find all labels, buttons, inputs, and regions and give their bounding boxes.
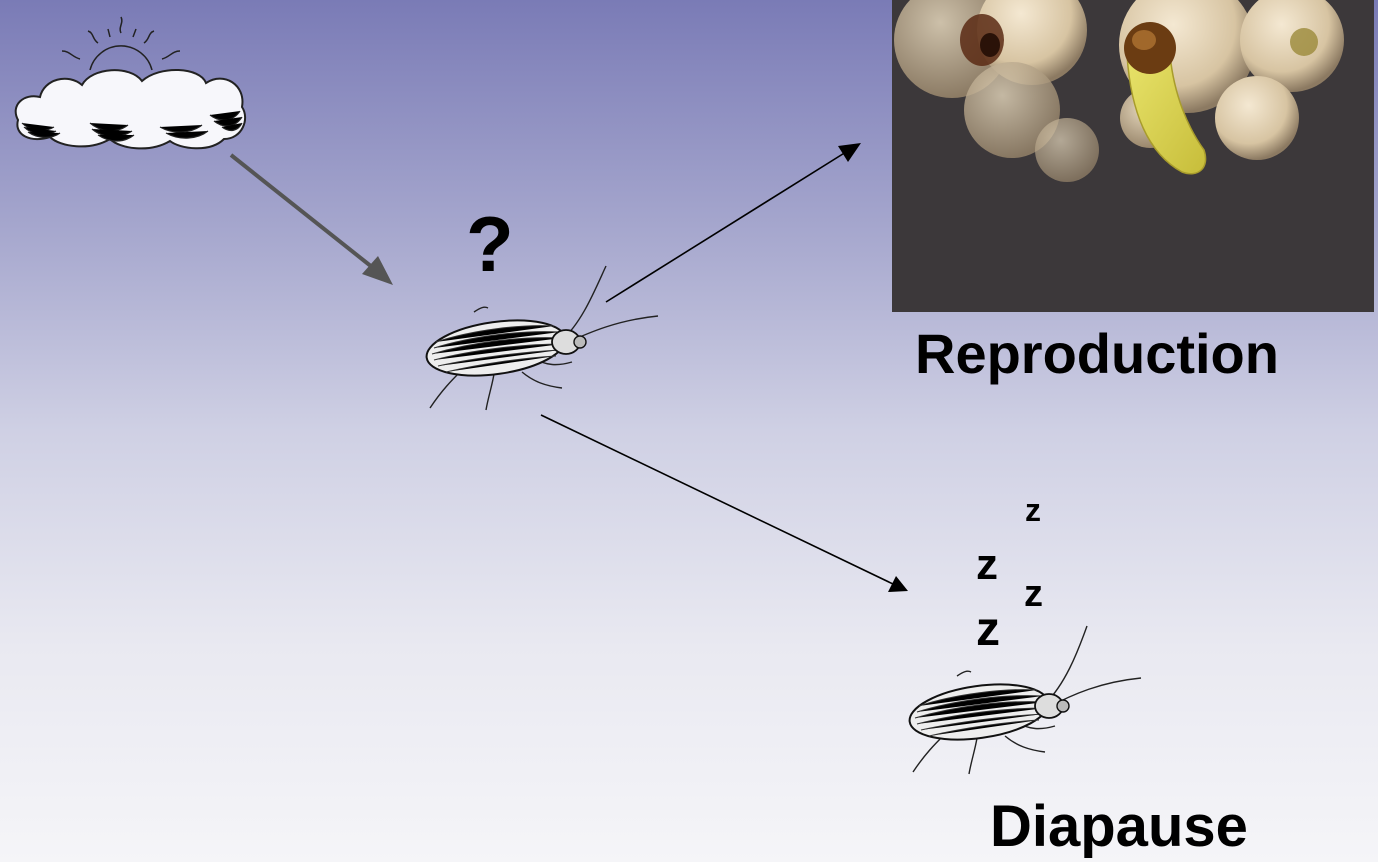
sleep-z-medium-left: z: [976, 543, 998, 587]
weather-to-beetle-arrow: [231, 155, 393, 285]
beetle-to-diapause-arrow: [541, 415, 908, 592]
diapause-label: Diapause: [990, 798, 1248, 856]
beetle-larva-photo: [892, 0, 1374, 312]
beetle-icon: [422, 262, 662, 417]
cloud-sun-icon: [10, 15, 250, 160]
reproduction-label: Reproduction: [915, 326, 1279, 382]
sleep-z-small-right: z: [1024, 575, 1043, 613]
sleep-z-small-top: z: [1025, 494, 1041, 526]
beetle-sleeping-icon: [905, 622, 1145, 780]
